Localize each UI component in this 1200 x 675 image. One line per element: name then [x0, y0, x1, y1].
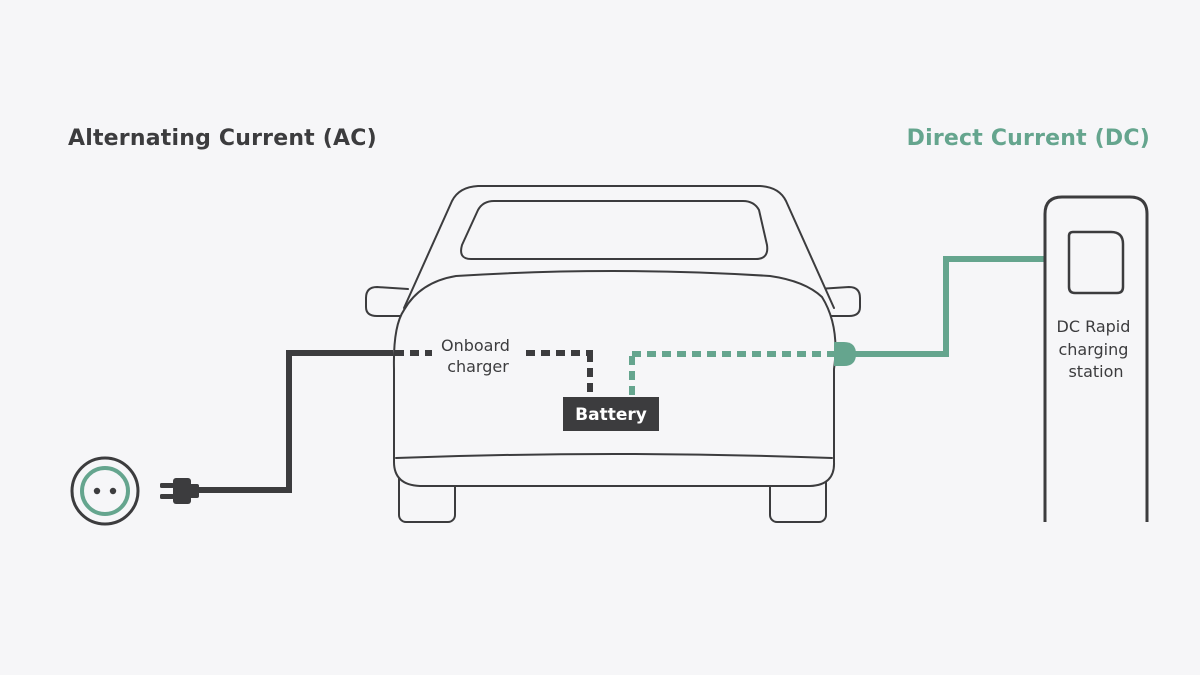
ac-heading: Alternating Current (AC)	[68, 126, 377, 151]
dc-heading: Direct Current (DC)	[906, 126, 1150, 151]
battery-label: Battery	[575, 405, 647, 425]
dc-cable	[850, 256, 1045, 357]
dc-connector-icon	[834, 342, 856, 366]
dc-circuit	[628, 256, 1045, 397]
battery-box	[563, 397, 659, 431]
ac-circuit	[196, 350, 593, 493]
dc-station-label: DC Rapid charging station	[1057, 317, 1136, 381]
car-left-mirror	[365, 286, 409, 317]
car-windshield	[460, 200, 769, 260]
onboard-charger-label: Onboard charger	[441, 336, 515, 376]
wall-socket-icon	[70, 456, 140, 526]
ac-cable	[196, 350, 393, 493]
ac-plug-icon	[160, 478, 199, 504]
dc-charging-station	[1043, 195, 1149, 522]
car-outline	[365, 185, 861, 523]
car-bumper-line	[395, 453, 833, 459]
car-front-body	[392, 270, 837, 487]
station-screen-icon	[1067, 230, 1125, 295]
